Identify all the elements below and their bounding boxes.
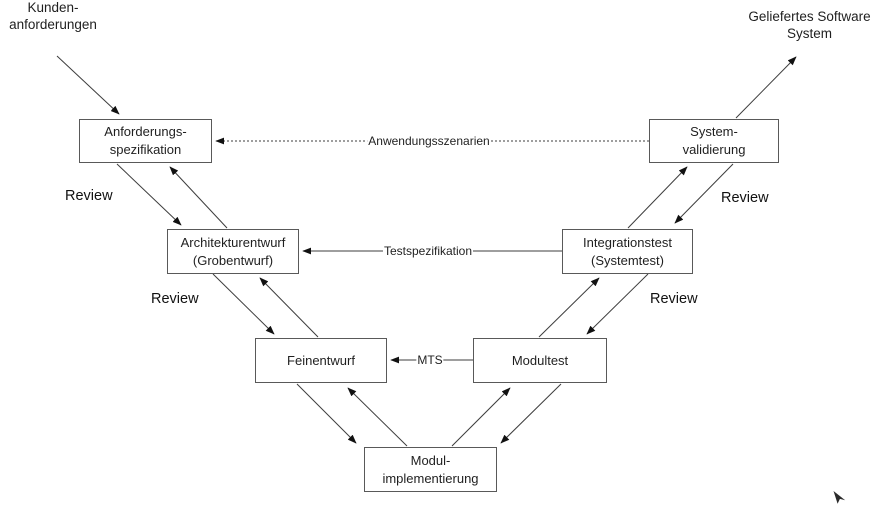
arrow-systemvalidierung-to-integrationstest — [674, 163, 734, 224]
arrow-anforderungsspezifikation-to-architekturentwurf — [116, 163, 182, 226]
box-feinentwurf: Feinentwurf — [255, 338, 387, 383]
box-modulimplementierung-line2: implementierung — [382, 470, 479, 486]
box-systemvalidierung-line2: validierung — [682, 142, 746, 157]
box-modultest: Modultest — [473, 338, 607, 383]
arrow-modulimplementierung-to-modultest — [451, 387, 511, 447]
box-modulimplementierung-line1: Modul- — [410, 452, 451, 468]
arrow-modulimplementierung-to-feinentwurf — [347, 387, 408, 447]
box-integrationstest: Integrationstest (Systemtest) — [562, 229, 693, 274]
label-customer-requirements: Kunden- anforderungen — [0, 0, 106, 34]
arrow-architekturentwurf-to-feinentwurf — [212, 273, 275, 335]
arrow-modultest-to-modulimplementierung — [500, 383, 562, 444]
arrow-feinentwurf-to-architekturentwurf — [259, 277, 319, 338]
label-mts: MTS — [416, 353, 444, 367]
box-anforderungsspezifikation-line1: Anforderungs- — [104, 124, 187, 140]
label-delivered-system-line2: System — [786, 25, 832, 41]
label-testspezifikation: Testspezifikation — [382, 244, 474, 258]
arrow-customer-requirements-to-anforderungsspezifikation — [56, 55, 120, 115]
box-feinentwurf-line1: Feinentwurf — [287, 352, 355, 368]
cursor-icon — [833, 491, 846, 504]
box-anforderungsspezifikation-line2: spezifikation — [109, 142, 182, 157]
box-architekturentwurf: Architekturentwurf (Grobentwurf) — [167, 229, 299, 274]
box-integrationstest-line2: (Systemtest) — [591, 252, 664, 268]
label-customer-requirements-line2: anforderungen — [9, 16, 97, 32]
label-review-left-top: Review — [65, 188, 113, 204]
box-modulimplementierung: Modul- implementierung — [364, 447, 497, 492]
label-review-left-bottom: Review — [151, 291, 199, 307]
arrow-systemvalidierung-to-delivered-system — [735, 56, 797, 119]
label-customer-requirements-line1: Kunden- — [27, 0, 79, 15]
arrow-feinentwurf-to-modulimplementierung — [296, 383, 357, 444]
box-architekturentwurf-line1: Architekturentwurf — [180, 234, 286, 250]
label-review-right-top: Review — [721, 190, 769, 206]
box-anforderungsspezifikation: Anforderungs- spezifikation — [79, 119, 212, 163]
box-systemvalidierung-line1: System- — [690, 124, 738, 140]
label-delivered-system: Geliefertes Software System — [741, 9, 878, 43]
arrow-modultest-to-integrationstest — [538, 277, 600, 338]
label-review-right-bottom: Review — [650, 291, 698, 307]
label-delivered-system-line1: Geliefertes Software — [748, 9, 871, 24]
arrow-integrationstest-to-systemvalidierung — [627, 166, 688, 229]
box-systemvalidierung: System- validierung — [649, 119, 779, 163]
arrow-architekturentwurf-to-anforderungsspezifikation — [169, 166, 228, 229]
box-modultest-line1: Modultest — [511, 352, 569, 368]
arrow-integrationstest-to-modultest — [586, 273, 649, 335]
box-architekturentwurf-line2: (Grobentwurf) — [192, 252, 274, 268]
box-integrationstest-line1: Integrationstest — [583, 234, 672, 250]
label-anwendungsszenarien: Anwendungsszenarien — [367, 134, 491, 148]
